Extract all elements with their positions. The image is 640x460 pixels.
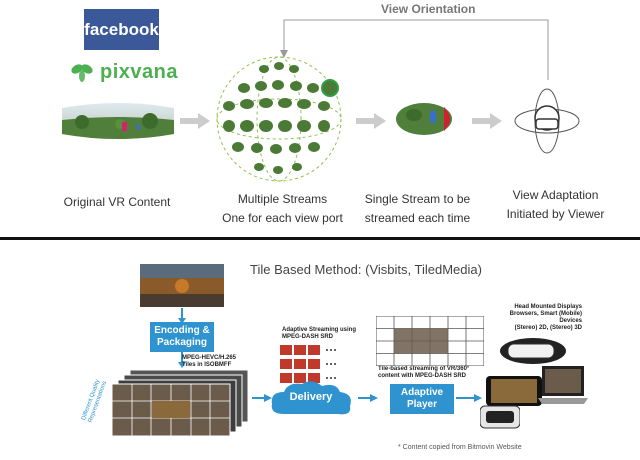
vr-headset-viewer-icon	[512, 86, 582, 156]
pixvana-logo-text: pixvana	[100, 60, 178, 83]
vr-headset-device-icon	[498, 336, 568, 366]
devices-line: Head Mounted Displays	[514, 304, 582, 310]
tile-streaming-label: Tile-based streaming of VR/360° content …	[378, 366, 478, 380]
codec-label: MPEG-HEVC/H.265 Tiles in ISOBMFF	[182, 355, 252, 369]
caption-view-adaptation: View Adaptation Initiated by Viewer	[493, 186, 618, 224]
adaptive-player-line: Adaptive	[400, 387, 444, 398]
codec-line: MPEG-HEVC/H.265	[182, 355, 237, 361]
pixvana-logo: pixvana	[70, 60, 178, 84]
facebook-logo-text: facebook	[84, 19, 159, 39]
multiple-streams-sphere	[214, 54, 344, 184]
adaptive-player-box: Adaptive Player	[390, 384, 454, 414]
caption-line: Single Stream to be	[364, 192, 471, 206]
facebook-logo: facebook	[84, 9, 159, 50]
devices-line: Browsers, Smart (Mobile) Devices	[509, 311, 582, 324]
tile-grid-viewport	[375, 315, 485, 367]
arrow-right-icon	[180, 113, 210, 129]
arrow-right-icon	[358, 394, 378, 402]
laptop-device-icon	[538, 366, 588, 406]
pixvana-leaf-icon	[71, 64, 93, 82]
delivery-label: Delivery	[289, 391, 333, 403]
arrow-down-icon	[178, 308, 186, 324]
footnote: * Content copied from Bitmovin Website	[398, 444, 522, 451]
adaptive-streaming-line: MPEG-DASH SRD	[282, 334, 334, 340]
caption-line: Initiated by Viewer	[506, 207, 605, 221]
encoding-packaging-box: Encoding & Packaging	[150, 322, 214, 352]
encoding-line: Packaging	[156, 337, 208, 348]
encoding-line: Encoding &	[154, 325, 210, 336]
caption-line: Multiple Streams	[237, 192, 328, 206]
caption-multiple-streams: Multiple Streams One for each view port	[220, 190, 345, 228]
mobile-vr-headset-icon	[479, 404, 521, 430]
caption-original-vr-content: Original VR Content	[55, 193, 179, 212]
adaptive-streaming-label: Adaptive Streaming using MPEG-DASH SRD	[282, 327, 362, 341]
caption-line: View Adaptation	[512, 188, 599, 202]
single-stream-viewport	[394, 101, 458, 137]
view-orientation-label: View Orientation	[379, 2, 478, 16]
adaptive-streaming-line: Adaptive Streaming using	[282, 327, 357, 333]
adaptive-player-line: Player	[406, 399, 438, 410]
caption-line: Original VR Content	[63, 195, 171, 209]
source-panorama-photo	[140, 264, 224, 307]
caption-line: streamed each time	[364, 211, 471, 225]
original-vr-panorama	[62, 100, 174, 142]
codec-line: Tiles in ISOBMFF	[182, 362, 232, 368]
section-divider	[0, 237, 640, 240]
smartphone-device-icon	[486, 376, 542, 406]
view-orientation-feedback-arrow	[280, 19, 549, 80]
arrow-right-icon	[456, 394, 482, 402]
devices-line: (Stereo) 2D, (Stereo) 3D	[514, 325, 582, 331]
devices-label: Head Mounted Displays Browsers, Smart (M…	[486, 304, 582, 332]
quality-representations-stack	[111, 369, 252, 437]
caption-line: One for each view port	[222, 211, 343, 225]
tile-streaming-line: content with MPEG-DASH SRD	[378, 373, 466, 379]
delivery-cloud: Delivery	[268, 380, 354, 418]
stream-segments-grid	[280, 345, 350, 385]
tile-streaming-line: Tile-based streaming of VR/360°	[378, 366, 470, 372]
caption-single-stream: Single Stream to be streamed each time	[355, 190, 480, 228]
arrow-down-icon	[178, 352, 186, 368]
arrow-right-icon	[472, 113, 502, 129]
arrow-right-icon	[356, 113, 386, 129]
arrow-right-icon	[252, 394, 272, 402]
tile-method-title: Tile Based Method: (Visbits, TiledMedia)	[250, 262, 482, 277]
